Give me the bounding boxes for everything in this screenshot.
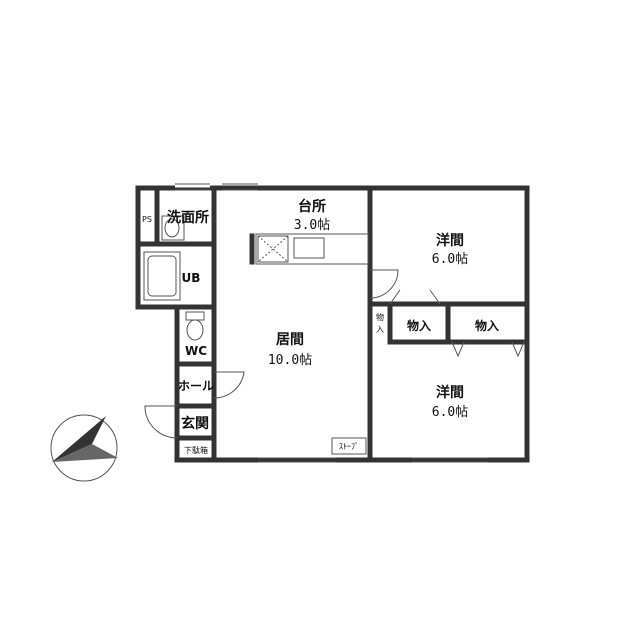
small-closet-label-bottom: 入 — [376, 325, 384, 334]
living-size: 10.0帖 — [268, 353, 312, 368]
ps-label: PS — [142, 215, 152, 224]
entrance-label: 玄関 — [181, 415, 209, 432]
fixtures — [143, 183, 525, 463]
stove-label: ｽﾄｰﾌﾞ — [339, 442, 359, 451]
kitchen-name: 台所 — [298, 198, 326, 215]
shoe-box-label: 下駄箱 — [184, 445, 208, 455]
closet-2-label: 物入 — [475, 318, 499, 333]
small-closet-label-top: 物 — [376, 312, 384, 322]
closet-1-label: 物入 — [407, 318, 431, 333]
western-room-2-size: 6.0帖 — [432, 405, 468, 420]
washroom-label: 洗面所 — [167, 209, 209, 226]
bath-label: UB — [182, 271, 201, 285]
kitchen-size: 3.0帖 — [294, 218, 330, 233]
toilet-label: WC — [185, 344, 207, 358]
hall-label: ホール — [178, 379, 214, 393]
living-name: 居間 — [276, 332, 304, 348]
walls — [135, 185, 530, 463]
western-room-1-name: 洋間 — [436, 232, 464, 249]
western-room-1-size: 6.0帖 — [432, 252, 468, 267]
western-room-2-name: 洋間 — [436, 384, 464, 401]
compass-north-arrow-icon — [50, 414, 118, 482]
